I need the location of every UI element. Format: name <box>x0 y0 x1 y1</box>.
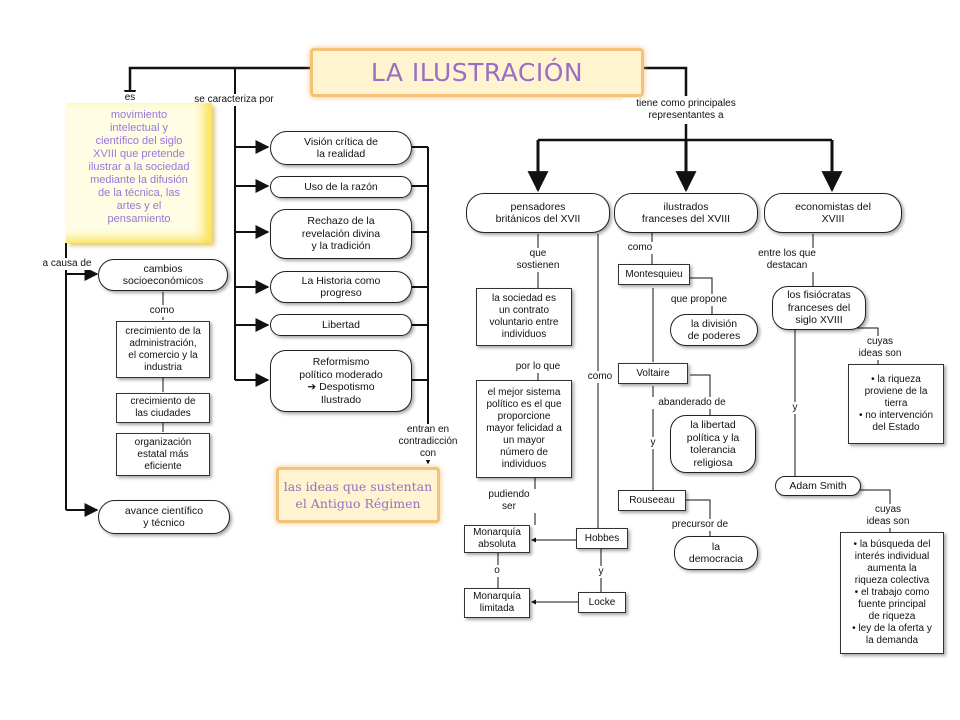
link-que-sostienen: que sostienen <box>505 248 571 272</box>
link-representantes: tiene como principales representantes a <box>622 98 750 122</box>
char-historia: La Historia como progreso <box>270 271 412 303</box>
link-o: o <box>490 565 504 577</box>
link-y-hobbes-locke: y <box>595 566 607 578</box>
economists-smith-ideas: • la búsqueda del interés individual aum… <box>840 532 944 654</box>
british-contrato: la sociedad es un contrato voluntario en… <box>476 288 572 346</box>
economists-fisiocratas-ideas: • la riqueza proviene de la tierra • no … <box>848 364 944 444</box>
link-cuyas-ideas-2: cuyas ideas son <box>856 504 920 528</box>
economists-header: economistas del XVIII <box>764 193 902 233</box>
link-por-lo-que: por lo que <box>498 361 578 373</box>
french-division-poderes: la división de poderes <box>670 314 758 346</box>
cause-crecimiento-admin: crecimiento de la administración, el com… <box>116 321 210 378</box>
link-abanderado-de: abanderado de <box>652 397 732 409</box>
french-democracia: la democracia <box>674 536 758 570</box>
char-rechazo: Rechazo de la revelación divina y la tra… <box>270 209 412 259</box>
char-libertad: Libertad <box>270 314 412 336</box>
british-sistema: el mejor sistema político es el que prop… <box>476 380 572 478</box>
link-entran-en: entran en contradicción con <box>392 424 464 460</box>
link-como-causes: como <box>147 305 177 317</box>
link-y-voltaire-rousseau: y <box>647 437 659 449</box>
link-es: es <box>120 92 140 104</box>
char-uso-razon: Uso de la razón <box>270 176 412 198</box>
link-y-adam: y <box>789 402 801 414</box>
ideas-antiguo-regimen: las ideas que sustentan el Antiguo Régim… <box>276 467 440 523</box>
economists-fisiocratas: los fisiócratas franceses del siglo XVII… <box>772 286 866 330</box>
british-header: pensadores británicos del XVII <box>466 193 610 233</box>
french-libertad: la libertad política y la tolerancia rel… <box>670 415 756 473</box>
char-vision-critica: Visión crítica de la realidad <box>270 131 412 165</box>
french-montesquieu: Montesquieu <box>618 264 690 285</box>
french-rousseau: Rouseeau <box>618 490 686 511</box>
link-precursor-de: precursor de <box>668 519 732 531</box>
economists-adam-smith: Adam Smith <box>775 476 861 496</box>
link-como-brit: como <box>584 371 616 383</box>
british-locke: Locke <box>578 592 626 613</box>
cause-organizacion: organización estatal más eficiente <box>116 433 210 476</box>
link-que-propone: que propone <box>666 294 732 306</box>
british-hobbes: Hobbes <box>576 528 628 549</box>
map-title: LA ILUSTRACIÓN <box>310 48 644 97</box>
cause-avance: avance científico y técnico <box>98 500 230 534</box>
link-entre-los-que: entre los que destacan <box>750 248 824 272</box>
cause-cambios: cambios socioeconómicos <box>98 259 228 291</box>
french-voltaire: Voltaire <box>618 363 688 384</box>
british-monarquia-absoluta: Monarquía absoluta <box>464 525 530 553</box>
link-a-causa-de: a causa de <box>36 258 98 270</box>
link-pudiendo-ser: pudiendo ser <box>478 489 540 513</box>
cause-crecimiento-ciudades: crecimiento de las ciudades <box>116 393 210 423</box>
definition-note: movimiento intelectual y científico del … <box>66 103 212 243</box>
link-cuyas-ideas-1: cuyas ideas son <box>850 336 910 360</box>
char-reformismo: Reformismo político moderado ➔ Despotism… <box>270 350 412 412</box>
link-como-fr: como <box>624 242 656 254</box>
british-monarquia-limitada: Monarquía limitada <box>464 588 530 618</box>
french-header: ilustrados franceses del XVIII <box>614 193 758 233</box>
